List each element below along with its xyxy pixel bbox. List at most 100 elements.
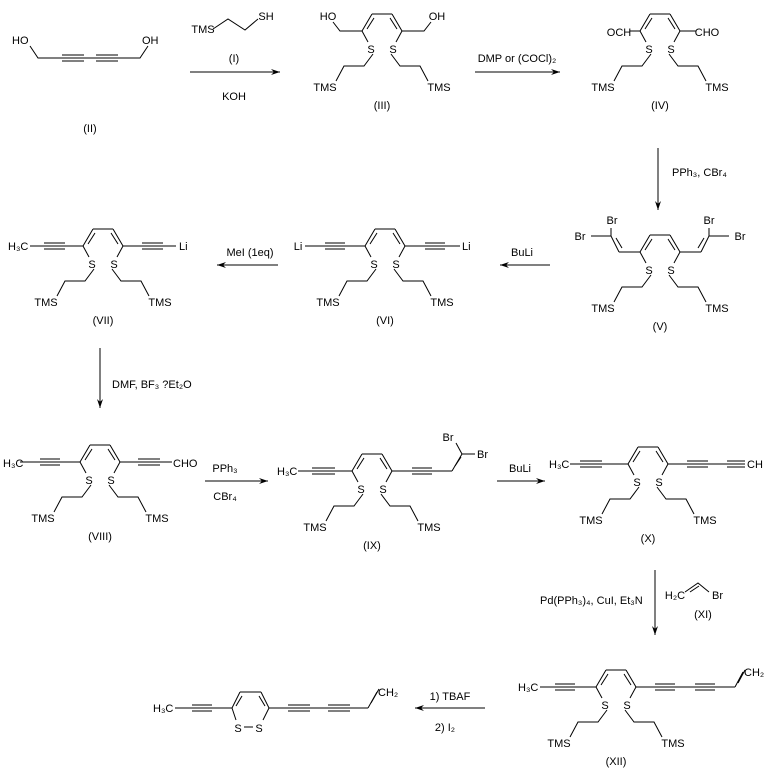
compound-label-IV: (IV)	[651, 100, 669, 112]
bond	[385, 470, 393, 483]
double-bond	[356, 457, 365, 470]
double-bond	[615, 237, 623, 249]
sulfur-label: S	[655, 477, 662, 489]
double-bond	[644, 238, 653, 251]
tms-label: TMS	[313, 82, 336, 94]
tms-label: TMS	[316, 297, 339, 309]
reagent-step8: BuLi	[509, 463, 531, 475]
bond	[111, 268, 150, 297]
reagent-step10-top: 1) TBAF	[430, 691, 471, 703]
reagent-step2: DMP or (COCl)₂	[478, 53, 557, 65]
double-bond	[644, 17, 653, 30]
double-bond	[623, 673, 632, 686]
bond	[393, 268, 432, 297]
bond	[624, 709, 663, 738]
hydroxyl-label: OH	[429, 11, 446, 23]
bond	[398, 245, 406, 258]
bond	[116, 245, 124, 258]
reagent-step5: MeI (1eq)	[226, 247, 273, 259]
bond	[613, 274, 652, 303]
reagent-step9: Pd(PPh₃)₄, CuI, Et₃N	[540, 595, 643, 607]
compound-label-IX: (IX)	[363, 540, 381, 552]
sulfur-label: S	[88, 259, 95, 271]
bond	[569, 709, 608, 738]
bond	[335, 53, 374, 82]
sulfur-label: S	[110, 259, 117, 271]
arrow-head	[97, 399, 103, 408]
compound-label-XII: (XII)	[606, 756, 627, 768]
bond	[338, 268, 377, 297]
compound-label-X: (X)	[641, 533, 656, 545]
sulfur-label: S	[107, 475, 114, 487]
compound-label-V: (V)	[653, 321, 668, 333]
sulfur-label: S	[85, 475, 92, 487]
sulfur-label: S	[234, 723, 241, 735]
bond	[113, 461, 121, 474]
double-bond	[258, 695, 266, 707]
vinyl-label: H₂C	[665, 590, 685, 602]
sulfur-label: S	[633, 477, 640, 489]
sulfur-label: S	[370, 259, 377, 271]
bond	[639, 234, 651, 253]
tms-label: TMS	[31, 513, 54, 525]
bromo-label: Br	[443, 432, 454, 444]
bond	[109, 444, 121, 463]
tms-label: TMS	[148, 297, 171, 309]
methyl-label: H₃C	[549, 459, 569, 471]
bond	[332, 21, 362, 32]
methylene-label: CH₂	[744, 667, 764, 679]
double-bond	[379, 457, 388, 470]
bond	[669, 13, 681, 32]
compound-label-XI: (XI)	[694, 609, 712, 621]
bond	[639, 13, 651, 32]
arrow-head	[271, 69, 280, 75]
reagent-step4: BuLi	[511, 247, 533, 259]
arrow-head	[217, 262, 226, 268]
double-bond	[737, 669, 746, 684]
double-bond	[655, 450, 664, 463]
double-bond	[110, 232, 119, 245]
compound-label-VIII: (VIII)	[88, 531, 112, 543]
tms-label: TMS	[430, 297, 453, 309]
bond	[673, 251, 681, 264]
arrow-head	[415, 705, 424, 711]
bond	[361, 30, 369, 43]
sulfur-label: S	[645, 265, 652, 277]
bond	[29, 45, 60, 59]
bond	[231, 707, 237, 721]
tms-label: TMS	[591, 303, 614, 315]
bond	[82, 228, 94, 247]
sulfur-label: S	[392, 259, 399, 271]
methyl-label: H₃C	[153, 703, 173, 715]
tms-label: TMS	[579, 515, 602, 527]
aldehyde-label: CHO	[695, 27, 720, 39]
double-bond	[366, 17, 375, 30]
double-bond	[87, 232, 96, 245]
bond	[734, 671, 744, 688]
arrow-head	[652, 626, 658, 635]
bond	[79, 461, 87, 474]
bond	[627, 446, 639, 465]
arrow-head	[655, 201, 661, 210]
bond	[668, 274, 707, 303]
bond	[610, 235, 620, 253]
aldehyde-label: OCH	[607, 27, 632, 39]
double-bond	[667, 17, 676, 30]
sulfur-label: S	[623, 700, 630, 712]
bond	[639, 251, 647, 264]
sulfur-label: S	[667, 265, 674, 277]
bromo-label: Br	[477, 449, 488, 461]
tms-label: TMS	[591, 82, 614, 94]
bond	[684, 582, 710, 593]
lithium-label: Li	[179, 241, 188, 253]
bromo-label: Br	[712, 590, 723, 602]
double-bond	[667, 238, 676, 251]
bond	[231, 691, 241, 709]
double-bond	[454, 456, 462, 467]
double-bond	[235, 695, 243, 707]
double-bond	[689, 585, 700, 593]
sulfur-label: S	[255, 723, 262, 735]
aldehyde-label: CHO	[173, 458, 198, 470]
bond	[700, 235, 710, 253]
